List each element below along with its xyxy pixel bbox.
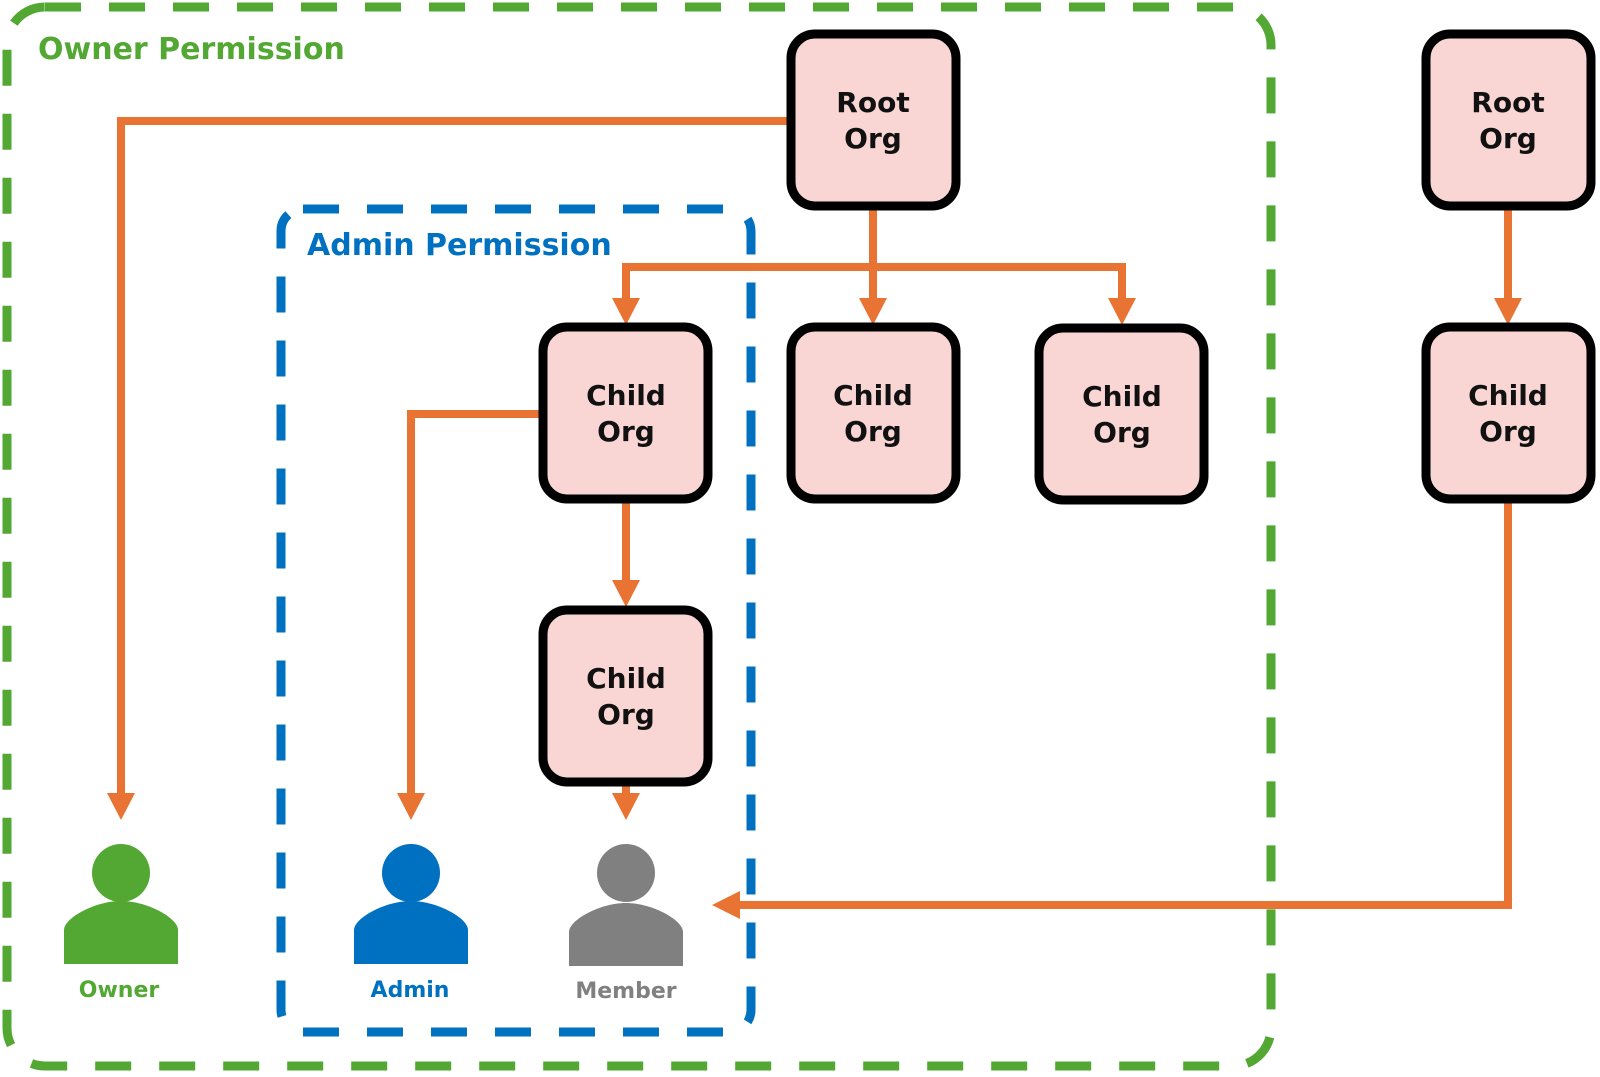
node-label-line2: Org	[1093, 416, 1151, 449]
edge-child-to-member	[740, 502, 1512, 909]
member-label: Member	[575, 979, 676, 1004]
admin-permission-region	[276, 204, 756, 1037]
arrowheads	[107, 298, 1522, 919]
node-label-line1: Root	[836, 86, 909, 119]
arrowhead-grandchild	[612, 580, 640, 607]
node-label-line1: Child	[833, 379, 913, 412]
owner-permission-title: Owner Permission	[38, 32, 345, 67]
role-owner[interactable]: Owner	[64, 844, 178, 1003]
arrowhead-owner	[107, 793, 135, 820]
admin-permission-title: Admin Permission	[307, 228, 612, 263]
org-node-root-1[interactable]: Root Org	[786, 29, 961, 211]
member-person-icon	[569, 844, 683, 966]
owner-label: Owner	[79, 978, 160, 1003]
node-label-line2: Org	[1479, 122, 1537, 155]
org-node-child-1[interactable]: Child Org	[538, 322, 713, 504]
arrowhead-admin	[397, 793, 425, 820]
node-label-line1: Child	[1468, 379, 1548, 412]
arrowhead-child4	[1494, 298, 1522, 325]
node-label-line1: Root	[1471, 86, 1544, 119]
arrowhead-member-down	[612, 793, 640, 820]
edge-child-to-admin	[407, 410, 540, 800]
arrowhead-child1	[612, 298, 640, 325]
role-admin[interactable]: Admin	[354, 844, 468, 1003]
edge-branch-bar	[622, 263, 1126, 303]
node-label-line1: Child	[586, 379, 666, 412]
edge-root-to-owner	[117, 117, 788, 800]
org-node-child-2[interactable]: Child Org	[786, 322, 961, 504]
owner-person-icon	[64, 844, 178, 964]
node-label-line2: Org	[844, 415, 902, 448]
org-node-child-4[interactable]: Child Org	[1421, 322, 1596, 504]
node-label-line1: Child	[1082, 380, 1162, 413]
owner-permission-region	[2, 2, 1276, 1071]
arrowhead-member-left	[712, 891, 740, 919]
role-member[interactable]: Member	[569, 844, 683, 1004]
edges	[117, 117, 1512, 909]
node-label-line2: Org	[597, 698, 655, 731]
arrowhead-child2	[859, 298, 887, 325]
node-label-line2: Org	[1479, 415, 1537, 448]
node-label-line2: Org	[844, 122, 902, 155]
arrowhead-child3	[1108, 298, 1136, 325]
org-node-root-2[interactable]: Root Org	[1421, 29, 1596, 211]
admin-label: Admin	[371, 978, 450, 1003]
org-node-child-3[interactable]: Child Org	[1034, 323, 1209, 505]
node-label-line1: Child	[586, 662, 666, 695]
node-label-line2: Org	[597, 415, 655, 448]
admin-person-icon	[354, 844, 468, 964]
org-node-grandchild[interactable]: Child Org	[538, 605, 713, 787]
